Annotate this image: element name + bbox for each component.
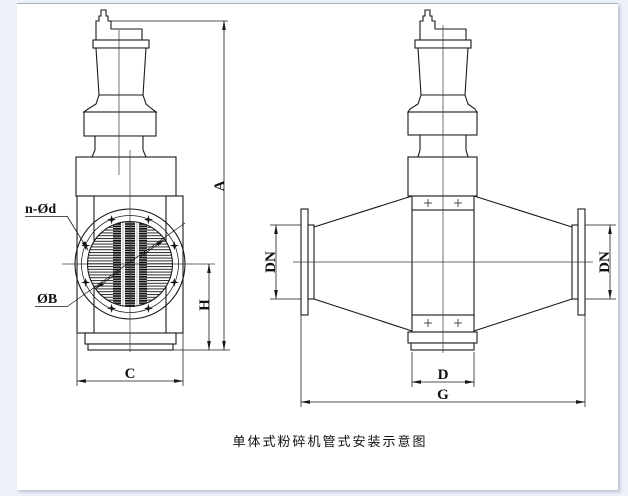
front-housing — [75, 156, 177, 197]
side-motor-flare — [406, 94, 479, 113]
dim-label-A: A — [212, 180, 228, 191]
cone-right — [473, 195, 573, 332]
dim-label-G: G — [437, 387, 449, 403]
front-motor-body — [95, 47, 147, 96]
side-upper-body — [407, 156, 478, 197]
front-view — [62, 9, 215, 352]
dim-label-D: D — [438, 367, 449, 383]
front-motor-flange — [92, 39, 150, 49]
front-base — [84, 332, 177, 345]
front-motor-flare — [82, 94, 158, 113]
dim-label-bore: ØB — [37, 292, 57, 307]
side-motor-cap — [419, 9, 467, 40]
dim-label-C: C — [125, 366, 136, 382]
plus-marks — [424, 199, 462, 327]
dim-label-DN-left: DN — [263, 251, 279, 273]
dimensions: A H C n-Ød ØB DN DN D G — [25, 20, 616, 407]
side-motor-block — [407, 111, 478, 136]
side-view — [293, 9, 593, 353]
side-base-pad — [410, 342, 475, 351]
side-base — [407, 331, 478, 344]
tube-walls — [411, 210, 475, 315]
leader-bolt-holes — [66, 215, 89, 251]
front-base-pad — [87, 343, 174, 351]
cone-left — [313, 195, 413, 332]
dim-label-H: H — [197, 299, 213, 311]
front-motor-cap — [95, 9, 143, 40]
front-motor-block — [83, 111, 157, 137]
drawing-caption: 单体式粉碎机管式安装示意图 — [232, 434, 428, 449]
dim-label-bolt-holes: n-Ød — [25, 202, 56, 217]
dim-label-DN-right: DN — [597, 251, 613, 273]
leader-bore — [67, 222, 186, 307]
